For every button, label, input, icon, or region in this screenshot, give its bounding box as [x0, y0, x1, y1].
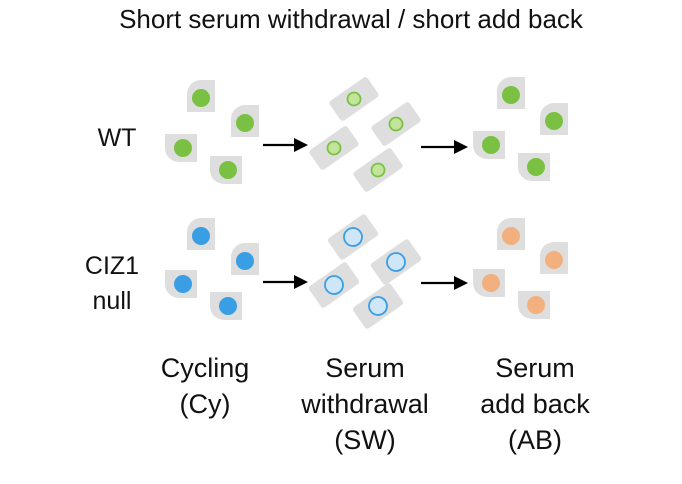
cell	[518, 291, 550, 319]
nucleus	[527, 296, 545, 314]
nucleus	[343, 227, 363, 247]
cell-ciz1-add-back	[473, 218, 568, 319]
column-label-cycling: Cycling (Cy)	[161, 353, 250, 419]
cell	[352, 283, 404, 329]
column-label-sw-line-3: (SW)	[334, 425, 395, 455]
row-label-ciz1-line-2: null	[93, 287, 132, 315]
cell	[518, 153, 550, 181]
nucleus	[545, 112, 563, 130]
nucleus	[346, 91, 362, 107]
nucleus	[545, 251, 563, 269]
cell	[329, 77, 379, 121]
nucleus	[482, 274, 500, 292]
cell	[210, 156, 242, 184]
cell-ciz1-cycling	[165, 218, 259, 320]
cell	[327, 214, 379, 260]
nucleus	[219, 297, 237, 315]
cell	[231, 105, 259, 137]
cell-ciz1-serum-withdrawal	[308, 214, 422, 329]
cell	[497, 77, 525, 109]
cell	[210, 292, 242, 320]
cell	[540, 103, 568, 135]
nucleus	[192, 227, 210, 245]
nucleus	[502, 86, 520, 104]
nucleus	[174, 275, 192, 293]
nucleus	[192, 89, 210, 107]
nucleus	[386, 252, 406, 272]
cell	[497, 218, 525, 250]
column-label-add-back: Serum add back (AB)	[480, 353, 590, 455]
cell	[540, 242, 568, 274]
arrow-wt-1	[263, 138, 308, 152]
nucleus	[324, 275, 344, 295]
row-label-wt: WT	[98, 124, 137, 152]
column-label-ab-line-3: (AB)	[508, 425, 562, 455]
cell	[187, 80, 215, 112]
nucleus	[527, 158, 545, 176]
cell	[353, 148, 403, 192]
cell	[165, 134, 197, 162]
nucleus	[482, 136, 500, 154]
column-label-cycling-line-2: (Cy)	[180, 389, 231, 419]
cell	[165, 270, 197, 298]
nucleus	[236, 114, 254, 132]
nucleus	[219, 161, 237, 179]
cell-wt-serum-withdrawal	[309, 77, 421, 192]
column-label-sw-line-2: withdrawal	[300, 389, 429, 419]
cell	[371, 102, 421, 146]
nucleus	[326, 140, 342, 156]
column-label-ab-line-2: add back	[480, 389, 590, 419]
cell-wt-add-back	[473, 77, 568, 181]
cell	[187, 218, 215, 250]
column-label-cycling-line-1: Cycling	[161, 353, 250, 383]
cell	[231, 243, 259, 275]
cell-wt-cycling	[165, 80, 259, 184]
cell	[473, 131, 505, 159]
nucleus	[368, 296, 388, 316]
diagram-title: Short serum withdrawal / short add back	[119, 4, 584, 34]
arrow-ciz1-1	[263, 275, 308, 289]
row-label-wt-line-1: WT	[98, 124, 137, 152]
arrow-ciz1-2	[421, 276, 468, 290]
nucleus	[174, 139, 192, 157]
column-label-sw-line-1: Serum	[325, 353, 405, 383]
cell	[309, 126, 359, 170]
cell	[308, 262, 360, 308]
column-label-serum-withdrawal: Serum withdrawal (SW)	[300, 353, 429, 455]
nucleus	[502, 227, 520, 245]
nucleus	[370, 162, 386, 178]
nucleus	[236, 252, 254, 270]
nucleus	[388, 116, 404, 132]
cell	[473, 269, 505, 297]
column-label-ab-line-1: Serum	[495, 353, 575, 383]
arrow-wt-2	[421, 140, 468, 154]
row-label-ciz1: CIZ1 null	[85, 252, 139, 315]
cell	[370, 239, 422, 285]
row-label-ciz1-line-1: CIZ1	[85, 252, 139, 280]
